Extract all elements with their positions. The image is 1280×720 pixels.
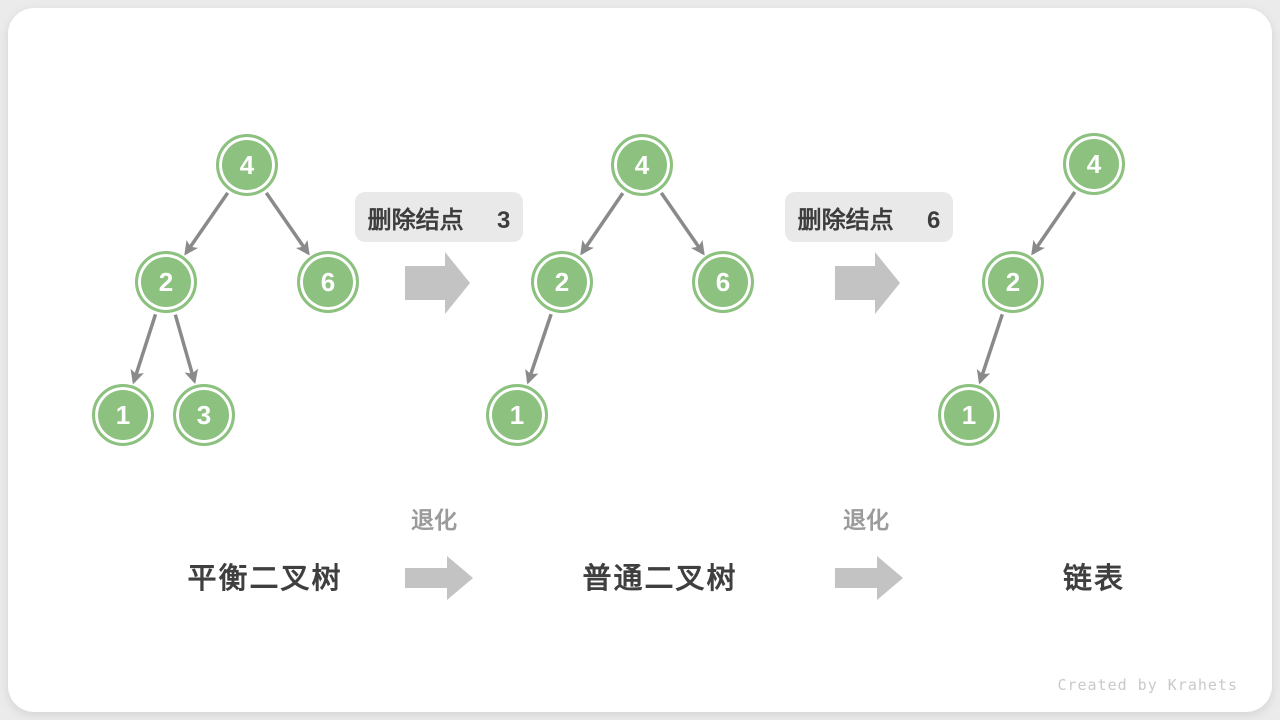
node-value: 2 [1005,266,1021,297]
watermark-credit: Created by Krahets [1057,676,1238,694]
degrade-label-1: 退化 [411,507,457,533]
tree1-node-1: 1 [92,384,154,446]
tree1-node-6: 6 [297,251,359,313]
block-arrow-degrade2-icon [835,556,903,600]
tree2-node-2: 2 [531,251,593,313]
node-value: 4 [634,149,650,180]
tree1-node-3: 3 [173,384,235,446]
node-value: 2 [158,266,174,297]
stage-label-balanced-tree: 平衡二叉树 [187,563,343,595]
tree2-node-1: 1 [486,384,548,446]
transition-arrows [405,252,903,600]
tree1-edge-2-3 [173,314,199,384]
tree3-node-2: 2 [982,251,1044,313]
tree3-edge-4-2 [1031,191,1077,256]
block-arrow-step2-icon [835,252,900,314]
node-value: 1 [115,399,131,430]
node-value: 2 [554,266,570,297]
node-value: 1 [961,399,977,430]
diagram-card [8,8,1272,712]
tree2-edge-4-6 [659,191,705,256]
tree1-edge-4-6 [264,191,310,256]
tree3-node-4: 4 [1063,133,1125,195]
stage-label-linked-list: 链表 [1062,563,1126,595]
node-value: 4 [1086,148,1102,179]
tree2-node-6: 6 [692,251,754,313]
delete-node-6-badge: 删除结点 6 [785,192,953,242]
tree2-edge-4-2 [580,192,625,256]
node-value: 4 [239,149,255,180]
delete-node-3-badge: 删除结点 3 [355,192,523,242]
tree3-node-1: 1 [938,384,1000,446]
tree1-edges [130,191,310,385]
tree3-edges [976,191,1077,385]
block-arrow-step1-icon [405,252,470,314]
node-value: 6 [320,266,336,297]
block-arrow-degrade1-icon [405,556,473,600]
tree2-edge-2-1 [525,313,553,385]
node-value: 1 [509,399,525,430]
tree2-node-4: 4 [611,134,673,196]
tree1-edge-4-2 [184,191,230,256]
node-value: 3 [196,399,212,430]
tree1-edge-2-1 [130,313,158,385]
tree3-edge-2-1 [976,313,1004,385]
stage-label-ordinary-tree: 普通二叉树 [582,563,738,595]
tree2-edges [525,191,705,385]
tree1-node-4: 4 [216,134,278,196]
tree1-node-2: 2 [135,251,197,313]
node-value: 6 [715,266,731,297]
degrade-label-2: 退化 [843,507,889,533]
